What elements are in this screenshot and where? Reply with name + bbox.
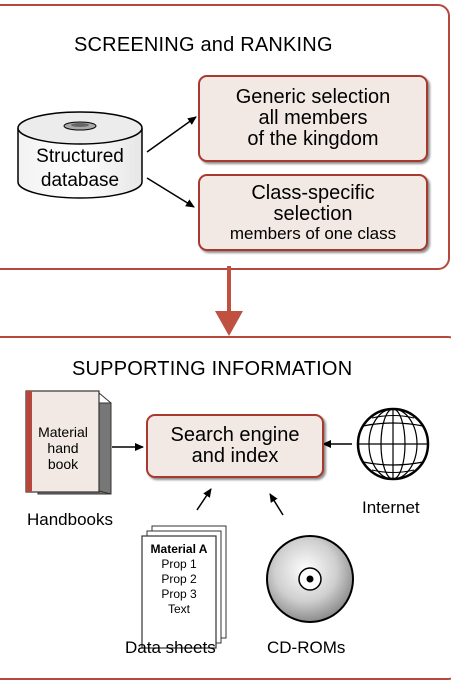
datasheets-label: Data sheets — [125, 638, 216, 657]
cdroms-label: CD-ROMs — [267, 638, 346, 657]
supporting-title: SUPPORTING INFORMATION — [72, 358, 353, 380]
datasheet-front-text: Material A Prop 1 Prop 2 Prop 3 Text — [150, 542, 208, 616]
screening-title: SCREENING and RANKING — [74, 34, 333, 56]
internet-label: Internet — [362, 498, 420, 517]
handbook-stack-icon — [25, 390, 112, 495]
search-engine-box: Search engine and index — [146, 414, 324, 478]
globe-icon — [356, 407, 430, 481]
arrow-from-cdroms — [269, 493, 284, 516]
arrow-to-generic — [146, 116, 197, 153]
arrow-from-datasheets — [196, 488, 212, 511]
generic-selection-box: Generic selection all members of the kin… — [198, 75, 428, 162]
cd-rom-icon — [266, 535, 354, 623]
handbooks-label: Handbooks — [27, 510, 114, 529]
class-specific-selection-box: Class-specific selection members of one … — [198, 174, 428, 251]
handbook-cover-text: Material hand book — [38, 424, 88, 472]
datasheet-stack-icon — [141, 525, 227, 649]
database-cylinder-icon — [17, 111, 143, 199]
database-label: Structured database — [36, 146, 124, 191]
arrow-to-class — [146, 177, 195, 208]
connector-arrow — [215, 266, 243, 336]
